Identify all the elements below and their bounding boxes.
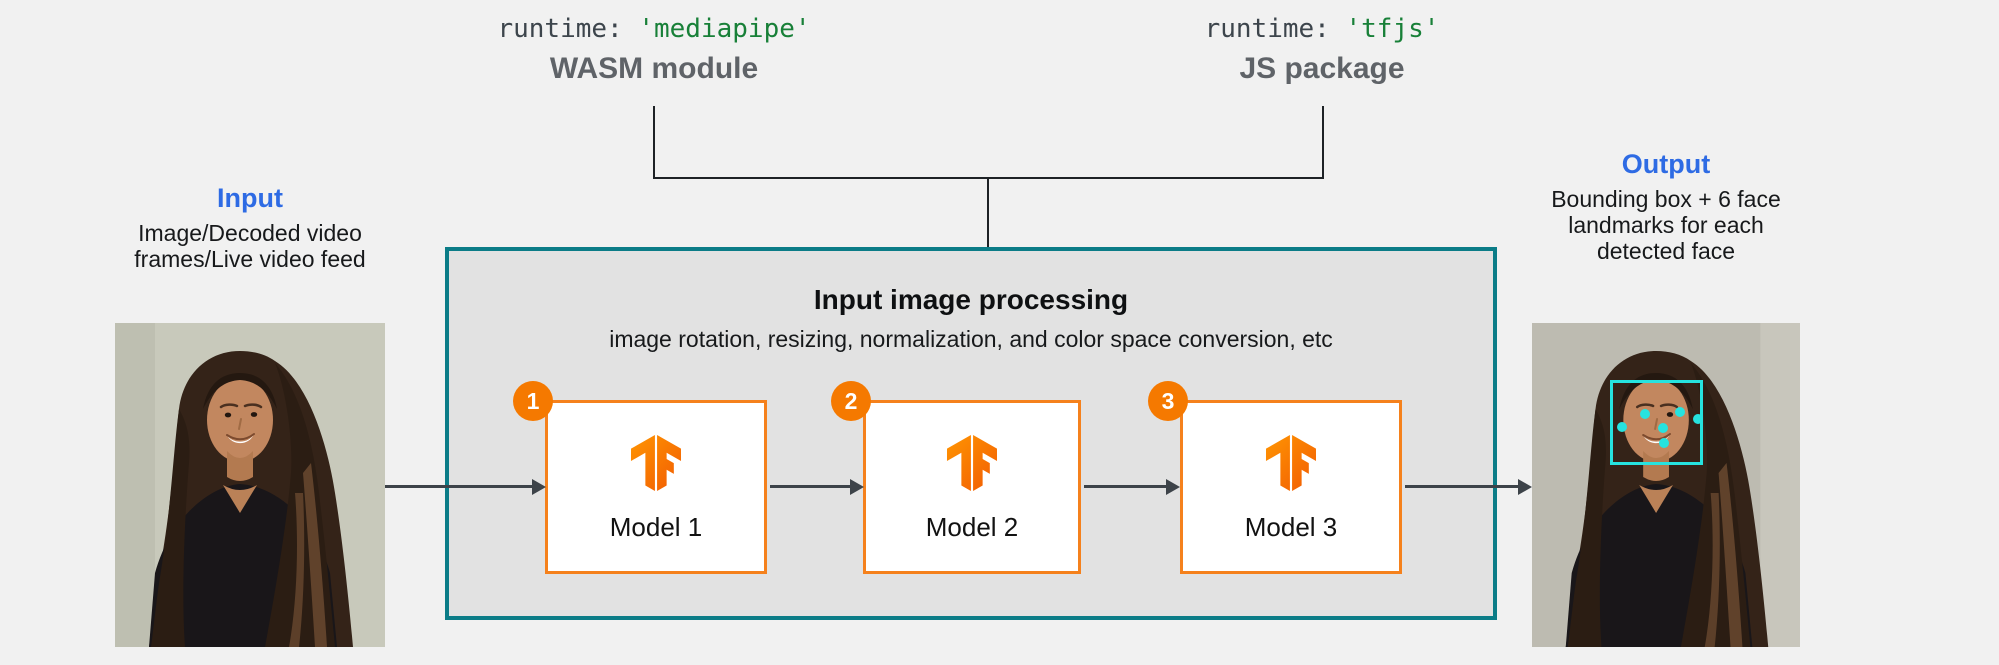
input-photo: [115, 323, 385, 647]
connector-left-vertical: [653, 106, 655, 177]
code-string: 'tfjs': [1345, 14, 1440, 44]
code-keyword: runtime:: [1204, 14, 1330, 44]
tensorflow-icon: [1265, 435, 1317, 491]
face-landmark-dot: [1617, 422, 1627, 432]
code-keyword: runtime:: [497, 14, 623, 44]
runtime-tfjs-label: JS package: [1239, 52, 1405, 85]
runtime-mediapipe-label: WASM module: [549, 52, 759, 85]
face-landmark-dot: [1659, 438, 1669, 448]
runtime-tfjs-code: runtime: 'tfjs': [1122, 12, 1522, 46]
face-landmark-dot: [1693, 414, 1703, 424]
model-label: Model 1: [609, 512, 703, 542]
model-box-1: Model 1: [545, 400, 767, 574]
output-photo: [1532, 323, 1800, 647]
arrowhead-icon: [1518, 479, 1532, 495]
arrowhead-icon: [1166, 479, 1180, 495]
output-title: Output: [1621, 149, 1711, 179]
face-landmark-dot: [1640, 409, 1650, 419]
face-landmark-dot: [1658, 423, 1668, 433]
face-landmark-dot: [1675, 407, 1685, 417]
runtime-mediapipe-code: runtime: 'mediapipe': [454, 12, 854, 46]
runtime-mediapipe-block: runtime: 'mediapipe' WASM module: [454, 12, 854, 86]
model-box-3: Model 3: [1180, 400, 1402, 574]
input-title: Input: [217, 183, 283, 213]
step-badge-3: 3: [1148, 381, 1188, 421]
connector-center-vertical: [987, 179, 989, 251]
input-label-block: Input Image/Decoded video frames/Live vi…: [100, 182, 400, 272]
tensorflow-icon: [630, 435, 682, 491]
output-desc-line3: detected face: [1596, 238, 1736, 264]
output-label-block: Output Bounding box + 6 face landmarks f…: [1516, 148, 1816, 264]
processing-subtitle: image rotation, resizing, normalization,…: [609, 326, 1333, 352]
arrowhead-icon: [850, 479, 864, 495]
output-desc-line2: landmarks for each: [1568, 212, 1764, 238]
input-desc-line1: Image/Decoded video: [138, 220, 362, 246]
runtime-tfjs-block: runtime: 'tfjs' JS package: [1122, 12, 1522, 86]
code-string: 'mediapipe': [638, 14, 811, 44]
processing-title: Input image processing: [813, 284, 1129, 315]
step-badge-1: 1: [513, 381, 553, 421]
model-label: Model 3: [1244, 512, 1338, 542]
tensorflow-icon: [946, 435, 998, 491]
connector-horizontal: [653, 177, 1324, 179]
connector-right-vertical: [1322, 106, 1324, 177]
arrowhead-icon: [532, 479, 546, 495]
output-desc-line1: Bounding box + 6 face: [1551, 186, 1781, 212]
step-badge-2: 2: [831, 381, 871, 421]
model-box-2: Model 2: [863, 400, 1081, 574]
model-label: Model 2: [925, 512, 1019, 542]
input-desc-line2: frames/Live video feed: [134, 246, 366, 272]
